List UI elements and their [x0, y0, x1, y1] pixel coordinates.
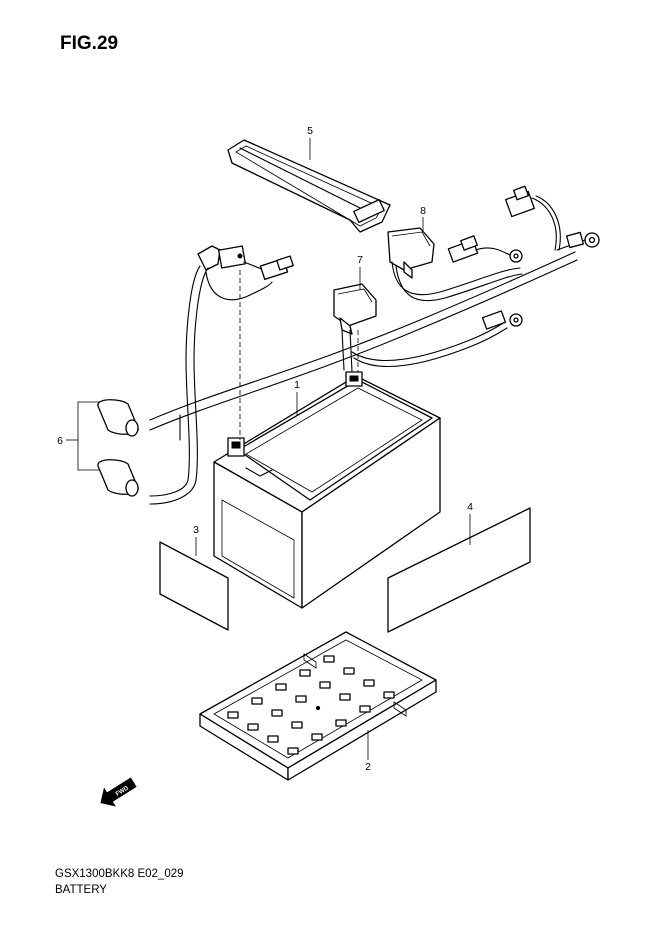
part-8-terminal-cover — [387, 227, 523, 302]
figure-caption: BATTERY — [55, 884, 107, 896]
part-1-battery — [213, 371, 441, 609]
part-2-battery-tray — [199, 631, 437, 781]
part-5-battery-strap — [227, 139, 391, 233]
wiring-harness — [149, 251, 578, 441]
callout-5: 5 — [307, 125, 313, 137]
tray-slots — [227, 655, 395, 755]
callout-7: 7 — [357, 254, 363, 266]
negative-lead — [149, 245, 294, 505]
callout-3: 3 — [193, 524, 199, 536]
callout-1: 1 — [294, 379, 300, 391]
bracket-6 — [77, 401, 100, 471]
model-code: GSX1300BKK8 E02_029 — [55, 868, 184, 880]
callout-2: 2 — [365, 761, 371, 773]
fwd-arrow-icon: FWD — [100, 777, 137, 807]
figure-title: FIG.29 — [60, 33, 119, 54]
part-3-pad — [159, 541, 229, 631]
part-7-terminal-cover — [333, 283, 523, 373]
part-4-pad — [387, 507, 531, 633]
callout-6: 6 — [57, 435, 63, 447]
callout-8: 8 — [420, 205, 426, 217]
part-6-sleeves — [97, 399, 139, 497]
callout-4: 4 — [467, 501, 473, 513]
main-harness-connector — [504, 185, 600, 251]
